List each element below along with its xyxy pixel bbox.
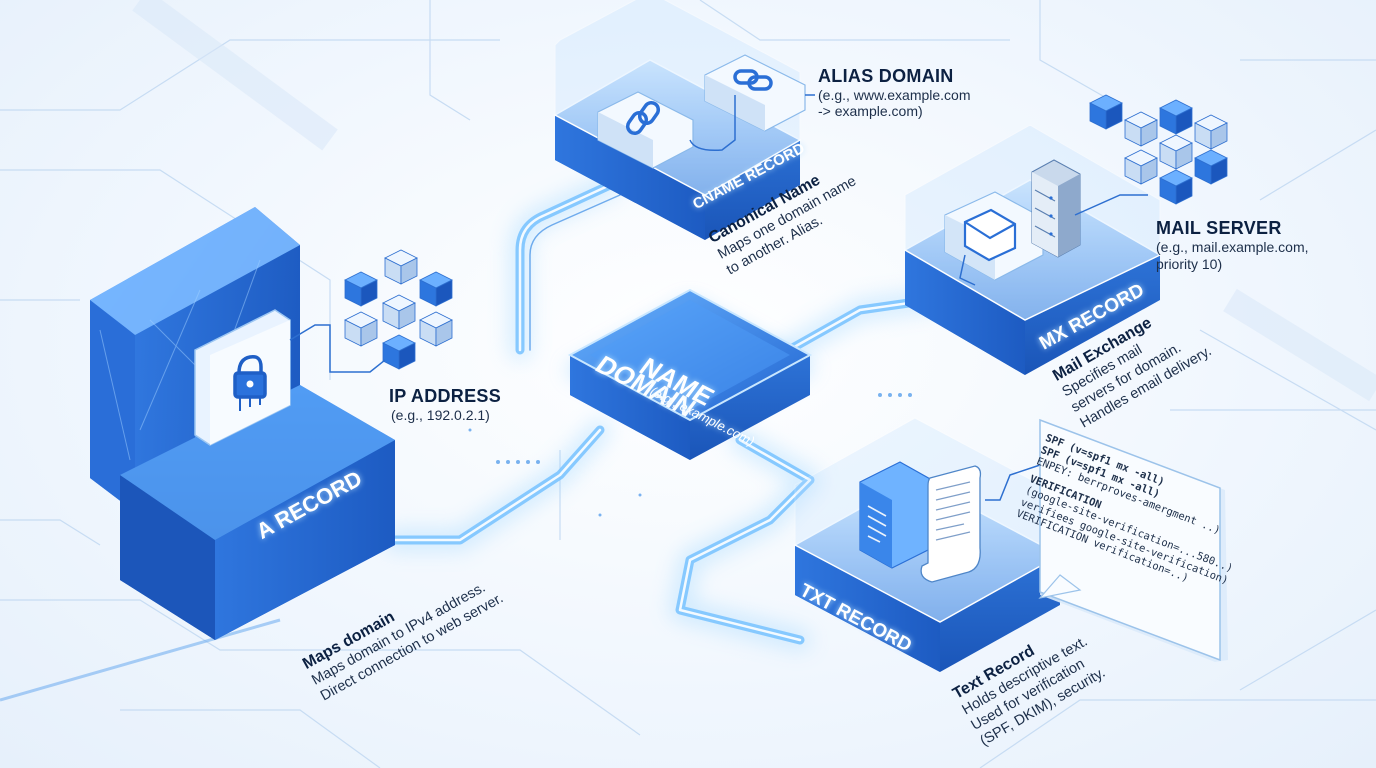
- scroll-icon: [920, 465, 982, 583]
- cname-connector-line: [689, 94, 815, 152]
- chain-link-icon: [625, 100, 661, 136]
- ip-cube-cluster: [344, 249, 453, 370]
- domain-hub: [565, 288, 815, 460]
- mail-server-title: MAIL SERVER: [1156, 218, 1282, 238]
- document-icon: [859, 461, 933, 569]
- mail-server-example-2: priority 10): [1156, 256, 1223, 272]
- envelope-tile: [944, 191, 1044, 281]
- mx-connector-line: [959, 194, 1148, 286]
- mx-cube-cluster: [1089, 94, 1228, 205]
- background-light-beams: [132, 0, 1376, 402]
- bottom-light-streak: [0, 618, 281, 702]
- chain-link-icon: [733, 69, 773, 91]
- ip-address-example: (e.g., 192.0.2.1): [391, 407, 490, 423]
- txt-code-panel: [1038, 418, 1228, 662]
- dotted-accents: [468, 393, 912, 517]
- padlock-icon: [233, 354, 267, 411]
- txt-connector-line: [985, 464, 1041, 501]
- server-rack-icon: [1031, 159, 1081, 258]
- link-tile-left: [597, 91, 694, 169]
- alias-domain-example-1: (e.g., www.example.com: [818, 87, 971, 103]
- mail-server-example-1: (e.g., mail.example.com,: [1156, 239, 1309, 255]
- alias-domain-example-2: -> example.com): [818, 103, 923, 119]
- alias-domain-title: ALIAS DOMAIN: [818, 66, 954, 86]
- ip-address-title: IP ADDRESS: [389, 386, 502, 406]
- envelope-icon: [963, 208, 1017, 262]
- lock-panel: [194, 309, 291, 446]
- ip-connector-line: [289, 324, 386, 373]
